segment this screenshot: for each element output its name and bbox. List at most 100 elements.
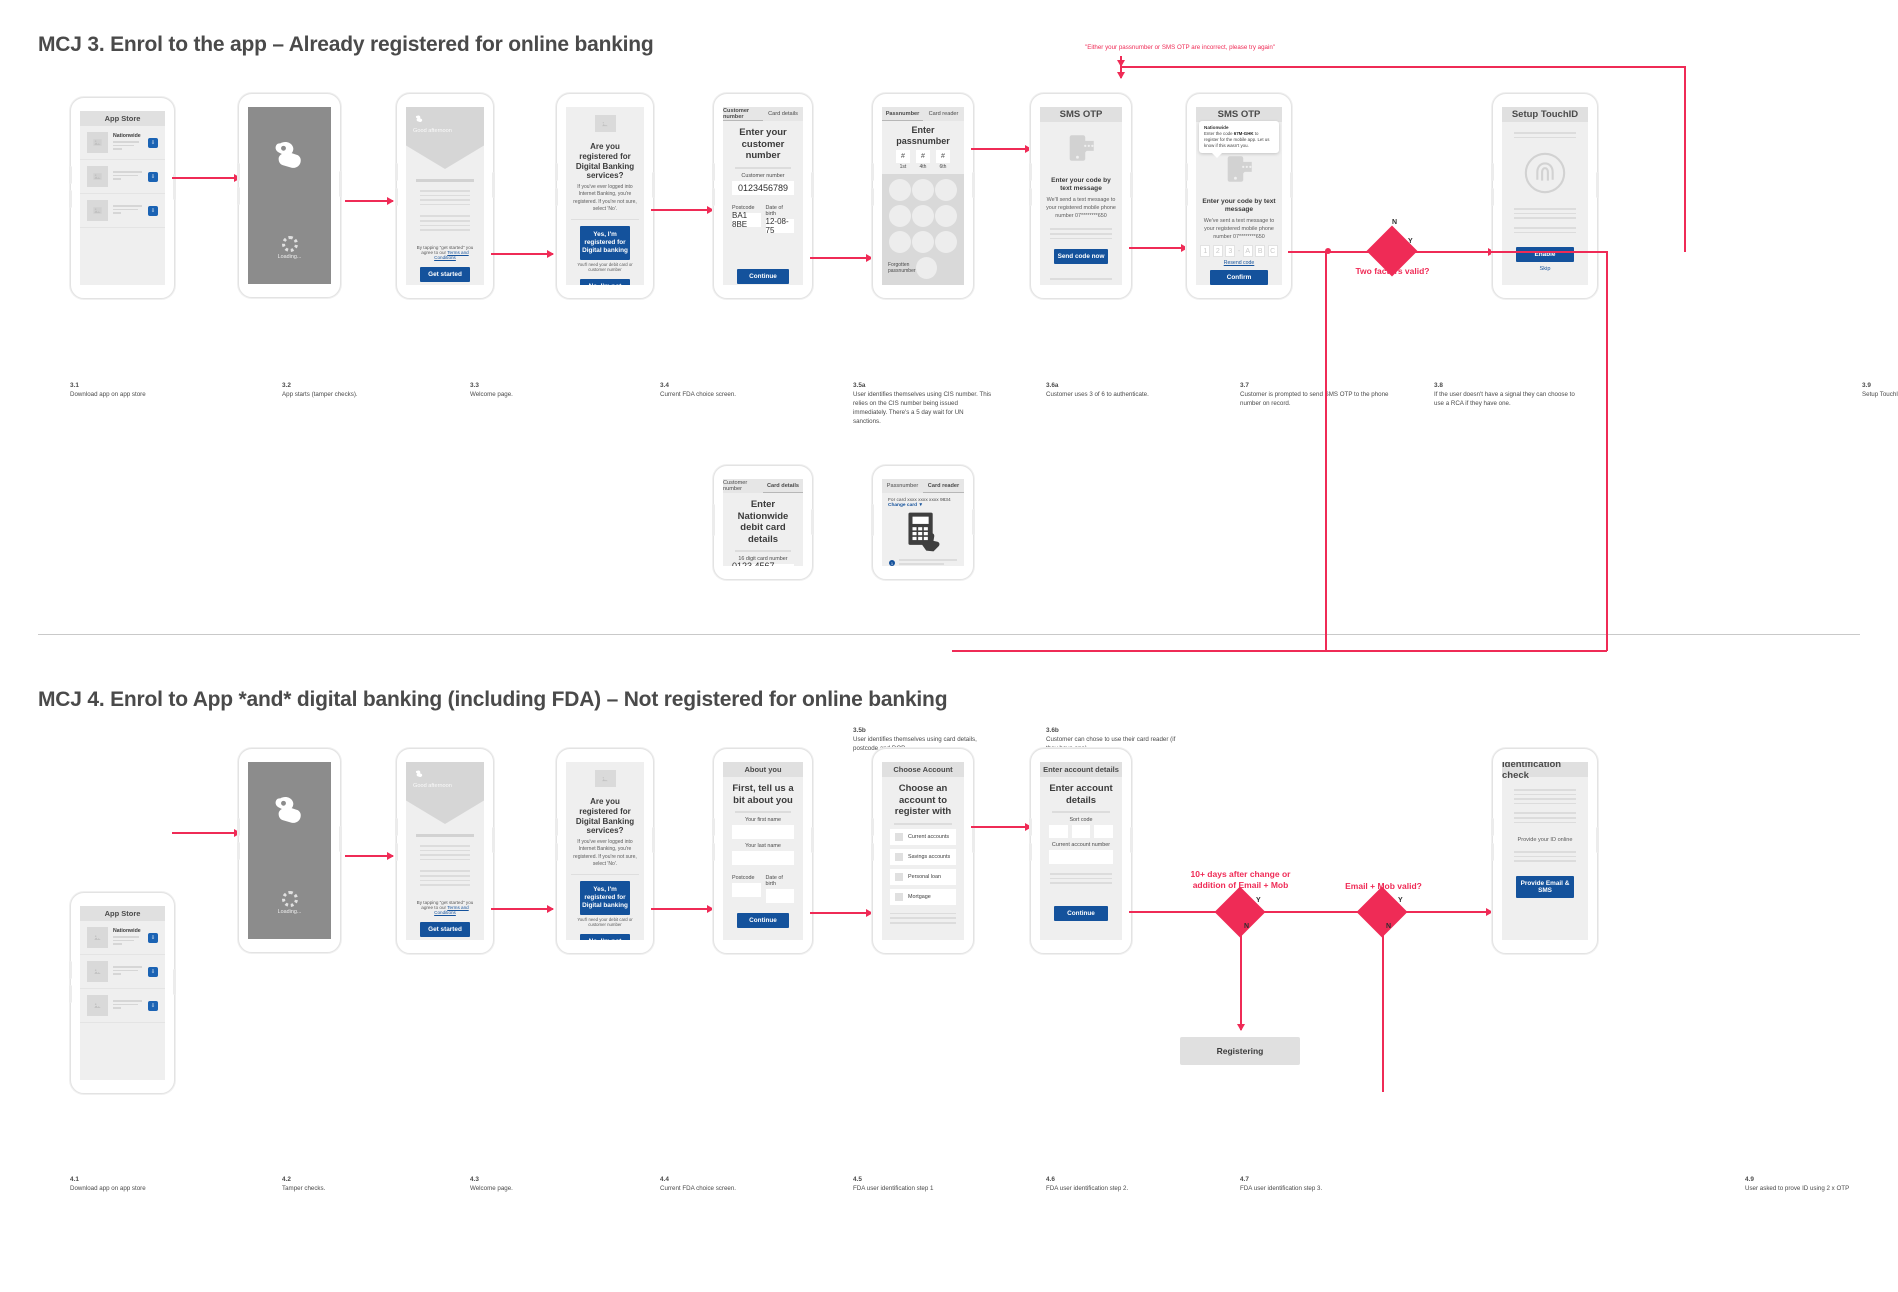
otp-digit[interactable]: B [1255,245,1266,258]
passnumber-cell[interactable]: # [916,149,930,163]
connector-3-5a-to-3-6a [810,257,872,259]
checkbox-icon[interactable] [895,852,903,861]
keypad-key[interactable] [911,178,934,201]
get-icon[interactable]: ⇩ [148,171,158,182]
card-number-input[interactable]: 0123 4567 8912 3456 [732,561,794,566]
keypad-key[interactable] [935,178,958,201]
otp-digit[interactable]: 3 [1225,245,1236,258]
tab-card-details[interactable]: Card details [768,111,798,117]
list-item[interactable]: Nationwide ⇩ [80,126,165,160]
change-card-link[interactable]: Change card ▼ [888,503,924,508]
phone-4-7: Enter account details Enter account deta… [1029,748,1133,954]
forgotten-passnumber-link[interactable]: Forgotten passnumber [888,261,916,274]
checkbox-icon[interactable] [895,872,903,881]
list-item[interactable]: Nationwide ⇩ [80,921,165,955]
list-item[interactable]: ⇩ [80,160,165,194]
terms-link[interactable]: Terms and Conditions [434,249,469,260]
keypad-key[interactable] [935,230,958,253]
tab-card-reader[interactable]: Card reader [923,479,964,493]
connector-4-5-to-4-6 [810,912,872,914]
caption-id: 3.5b [853,727,866,734]
terms-link[interactable]: Terms and Conditions [434,904,469,915]
confirm-button[interactable]: Confirm [1210,270,1268,285]
continue-button[interactable]: Continue [1054,905,1108,921]
dob-input[interactable] [765,889,794,904]
yes-registered-button[interactable]: Yes, I'm registered for Digital banking [580,881,630,915]
tab-passnumber[interactable]: Passnumber [886,483,919,489]
continue-button[interactable]: Continue [737,913,789,929]
get-started-button[interactable]: Get started [420,921,470,937]
otp-digit[interactable]: A [1242,245,1253,258]
otp-digit[interactable]: 1 [1200,245,1211,258]
sort-code-part[interactable] [1071,825,1091,839]
get-started-button[interactable]: Get started [420,266,470,282]
resend-code-link[interactable]: Resend code [1223,260,1255,267]
not-registered-button[interactable]: No, I'm not registered [580,279,630,285]
checkbox-icon[interactable] [895,892,903,901]
account-option-current[interactable]: Current accounts [890,828,956,845]
caption-text: App starts (tamper checks). [282,391,358,399]
keypad-key[interactable] [915,256,937,279]
first-name-input[interactable] [732,825,794,840]
list-item[interactable]: ⇩ [80,989,165,1023]
dob-input[interactable]: 12-08-75 [765,217,794,235]
continue-button[interactable]: Continue [737,268,789,284]
sort-code-inputs[interactable] [1040,825,1122,839]
caption-3-5a: 3.5a User identifies themselves using CI… [853,381,993,427]
account-option-savings[interactable]: Savings accounts [890,848,956,865]
get-icon[interactable]: ⇩ [148,966,158,977]
screen-passnumber: Passnumber Card reader Enter passnumber … [882,107,964,285]
postcode-input[interactable] [732,883,761,898]
caption-4-7: 4.7 FDA user identification step 3. [1240,1175,1390,1194]
get-icon[interactable]: ⇩ [148,205,158,216]
otp-code-inputs[interactable]: 1 2 3 - A B C [1196,245,1282,258]
connector-email-valid-yes [1400,911,1492,913]
passnumber-cell[interactable]: # [936,149,950,163]
screen-card-details: Customer number Card details Enter Natio… [723,479,803,566]
welcome-hero: Good afternoon [406,107,484,169]
get-icon[interactable]: ⇩ [148,1000,158,1011]
sort-code-part[interactable] [1049,825,1068,839]
tab-passnumber[interactable]: Passnumber [882,107,923,121]
keypad-key[interactable] [935,204,958,227]
keypad-key[interactable] [888,230,911,253]
tab-card-reader[interactable]: Card reader [928,111,959,117]
list-item[interactable]: ⇩ [80,955,165,989]
numeric-keypad[interactable]: Forgotten passnumber [882,173,964,285]
provide-email-sms-button[interactable]: Provide Email & SMS [1516,875,1574,898]
decision-yes-label: Y [1398,897,1403,904]
account-option-mortgage[interactable]: Mortgage [890,888,956,905]
decision-yes-label: Y [1408,238,1413,245]
send-code-button[interactable]: Send code now [1054,249,1108,265]
caption-id: 3.2 [282,382,291,389]
otp-digit[interactable]: 2 [1212,245,1223,258]
passnumber-cell[interactable]: # [896,149,910,163]
keypad-key[interactable] [911,204,934,227]
otp-digit[interactable]: C [1267,245,1278,258]
account-option-loan[interactable]: Personal loan [890,868,956,885]
tab-customer-number[interactable]: Customer number [723,480,748,492]
postcode-input[interactable]: BA1 8BE [732,211,761,229]
screen-splash: Loading... [248,762,331,939]
checkbox-icon[interactable] [895,832,903,841]
caption-text: Current FDA choice screen. [660,391,736,399]
tab-card-details[interactable]: Card details [763,479,803,493]
get-icon[interactable]: ⇩ [148,137,158,148]
list-item[interactable]: ⇩ [80,194,165,228]
last-name-input[interactable] [732,851,794,866]
sort-code-part[interactable] [1094,825,1114,839]
account-number-input[interactable] [1049,850,1113,865]
enable-touchid-button[interactable]: Enable [1516,247,1574,263]
get-icon[interactable]: ⇩ [148,932,158,943]
keypad-key[interactable] [888,178,911,201]
keypad-key[interactable] [911,230,934,253]
tab-customer-number[interactable]: Customer number [723,107,763,121]
notification-toast[interactable]: Nationwide Enter the code 67M-GHK to reg… [1199,121,1279,158]
yes-registered-button[interactable]: Yes, I'm registered for Digital banking [580,226,630,260]
decision-no-label: N [1392,219,1398,226]
skip-link[interactable]: Skip [1539,266,1551,273]
not-registered-button[interactable]: No, I'm not registered [580,934,630,940]
keypad-key[interactable] [888,204,911,227]
customer-number-input[interactable]: 0123456789 [732,180,794,195]
phone-3-7: SMS OTP Enter your code by text message … [1029,93,1133,299]
